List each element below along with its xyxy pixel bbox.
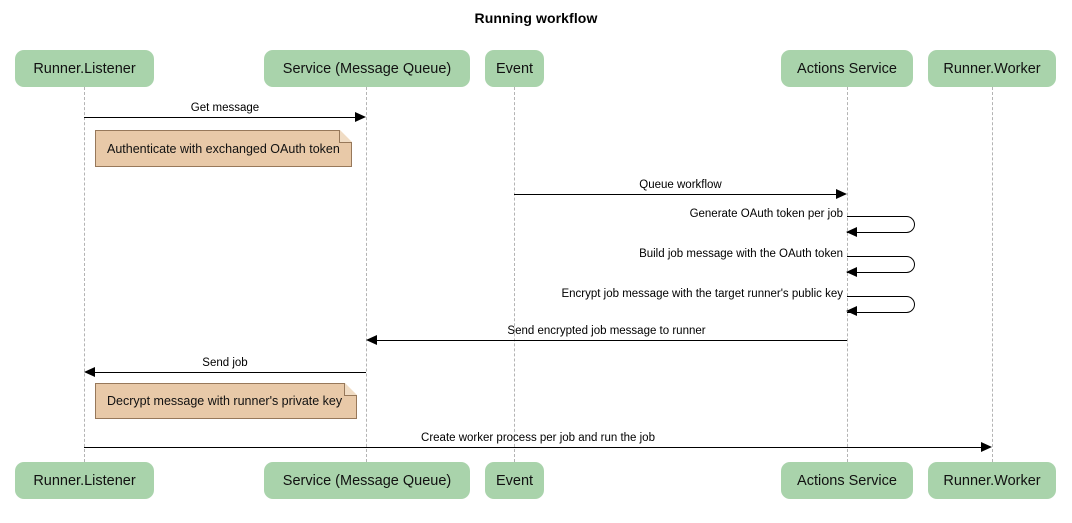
note-fold-corner-icon bbox=[339, 129, 352, 143]
participant-label: Service (Message Queue) bbox=[282, 472, 452, 489]
message-label-send-encrypted-job: Send encrypted job message to runner bbox=[507, 325, 706, 337]
arrow-head-queue-workflow bbox=[836, 189, 847, 199]
participant-service-mq-top[interactable]: Service (Message Queue) bbox=[264, 50, 470, 87]
participant-label: Event bbox=[495, 60, 534, 77]
arrow-head-get-message bbox=[355, 112, 366, 122]
arrow-head-send-encrypted-job bbox=[366, 335, 377, 345]
lifeline-service-mq bbox=[366, 87, 367, 462]
message-line-queue-workflow bbox=[514, 194, 837, 195]
arrow-head-send-job bbox=[84, 367, 95, 377]
participant-runner-listener-bottom[interactable]: Runner.Listener bbox=[15, 462, 154, 499]
arrow-head-generate-oauth-token bbox=[846, 227, 857, 237]
participant-runner-worker-bottom[interactable]: Runner.Worker bbox=[928, 462, 1056, 499]
arrow-head-create-worker-process bbox=[981, 442, 992, 452]
selfloop-encrypt-job-message bbox=[847, 296, 915, 313]
participant-actions-service-top[interactable]: Actions Service bbox=[781, 50, 913, 87]
message-label-create-worker-process: Create worker process per job and run th… bbox=[421, 432, 655, 444]
message-line-get-message bbox=[84, 117, 356, 118]
note-decrypt: Decrypt message with runner's private ke… bbox=[95, 382, 357, 419]
note-fold-corner-icon bbox=[344, 382, 357, 396]
participant-event-top[interactable]: Event bbox=[485, 50, 544, 87]
page-title: Running workflow bbox=[474, 10, 598, 26]
message-label-encrypt-job-message: Encrypt job message with the target runn… bbox=[561, 288, 843, 300]
note-text: Authenticate with exchanged OAuth token bbox=[107, 141, 340, 156]
message-label-build-job-message: Build job message with the OAuth token bbox=[639, 248, 843, 260]
message-line-send-encrypted-job bbox=[377, 340, 847, 341]
message-line-send-job bbox=[95, 372, 366, 373]
message-label-generate-oauth-token: Generate OAuth token per job bbox=[689, 208, 843, 220]
selfloop-generate-oauth-token bbox=[847, 216, 915, 233]
lifeline-event bbox=[514, 87, 515, 462]
participant-service-mq-bottom[interactable]: Service (Message Queue) bbox=[264, 462, 470, 499]
note-text: Decrypt message with runner's private ke… bbox=[107, 394, 343, 408]
participant-actions-service-bottom[interactable]: Actions Service bbox=[781, 462, 913, 499]
participant-runner-listener-top[interactable]: Runner.Listener bbox=[15, 50, 154, 87]
participant-label: Runner.Worker bbox=[943, 472, 1041, 489]
participant-label: Runner.Listener bbox=[33, 60, 136, 77]
participant-event-bottom[interactable]: Event bbox=[485, 462, 544, 499]
selfloop-build-job-message bbox=[847, 256, 915, 273]
note-authenticate: Authenticate with exchanged OAuth token bbox=[95, 129, 352, 167]
participant-runner-worker-top[interactable]: Runner.Worker bbox=[928, 50, 1056, 87]
participant-label: Service (Message Queue) bbox=[282, 60, 452, 77]
participant-label: Actions Service bbox=[797, 60, 897, 77]
arrow-head-build-job-message bbox=[846, 267, 857, 277]
arrow-head-encrypt-job-message bbox=[846, 306, 857, 316]
message-label-queue-workflow: Queue workflow bbox=[639, 179, 722, 191]
lifeline-runner-listener bbox=[84, 87, 85, 462]
participant-label: Runner.Listener bbox=[33, 472, 136, 489]
message-line-create-worker-process bbox=[84, 447, 982, 448]
lifeline-runner-worker bbox=[992, 87, 993, 462]
participant-label: Actions Service bbox=[797, 472, 897, 489]
participant-label: Event bbox=[495, 472, 534, 489]
message-label-get-message: Get message bbox=[190, 102, 260, 114]
participant-label: Runner.Worker bbox=[943, 60, 1041, 77]
message-label-send-job: Send job bbox=[202, 357, 248, 369]
